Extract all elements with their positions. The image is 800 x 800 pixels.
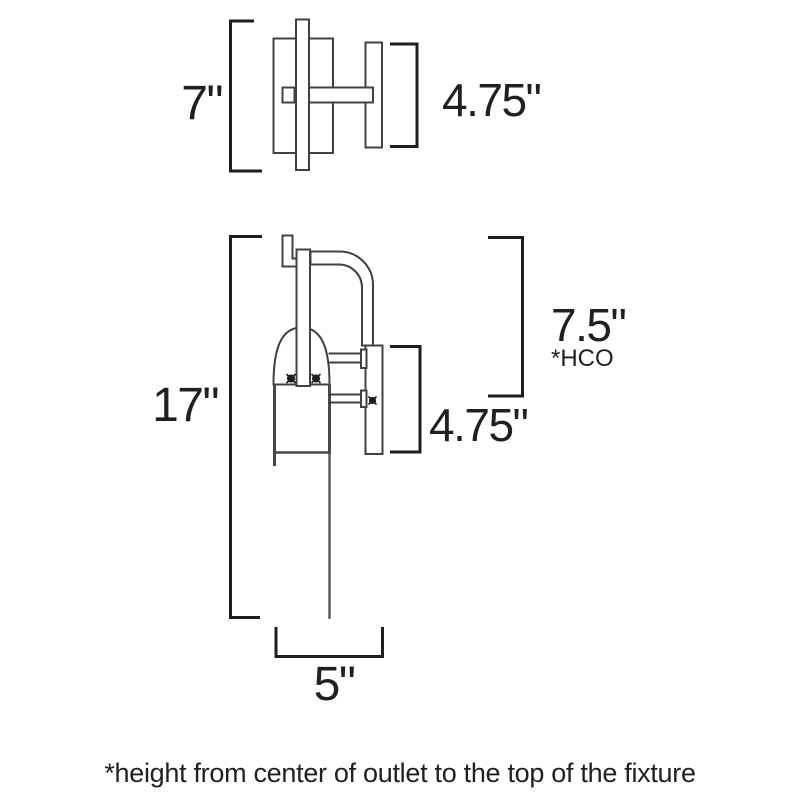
top-view-strap	[295, 18, 310, 171]
dim-label-top-width: 7"	[181, 77, 222, 130]
top-view: 7" 4.75"	[181, 18, 542, 173]
dim-note-hco: *HCO	[551, 345, 614, 372]
upper-tube-flange	[360, 348, 368, 369]
dim-label-top-depth: 4.75"	[442, 74, 541, 126]
dim-label-hco: 7.5"	[551, 299, 625, 351]
fixture-arm	[309, 250, 374, 347]
dim-label-height: 17"	[152, 379, 218, 432]
dim-bracket-hco	[488, 236, 524, 398]
front-view: 17" 7.5" *HCO 4.75" 5"	[152, 234, 627, 711]
dim-label-backplate: 4.75"	[429, 399, 528, 451]
footnote: *height from center of outlet to the top…	[104, 758, 695, 788]
dim-label-bottom-width: 5"	[314, 658, 355, 711]
lower-tube-flange	[360, 389, 368, 408]
screw-icon	[285, 373, 297, 384]
fixture-hook	[281, 234, 298, 268]
dim-bracket-backplate	[390, 345, 422, 454]
fixture-strap	[295, 248, 311, 387]
dim-bracket-top-width	[229, 19, 262, 173]
screw-icon	[310, 373, 322, 384]
screw-icon	[367, 395, 378, 406]
dim-bracket-top-depth	[390, 42, 419, 148]
dim-bracket-height	[229, 235, 262, 619]
dim-bracket-bottom-width	[274, 627, 384, 658]
